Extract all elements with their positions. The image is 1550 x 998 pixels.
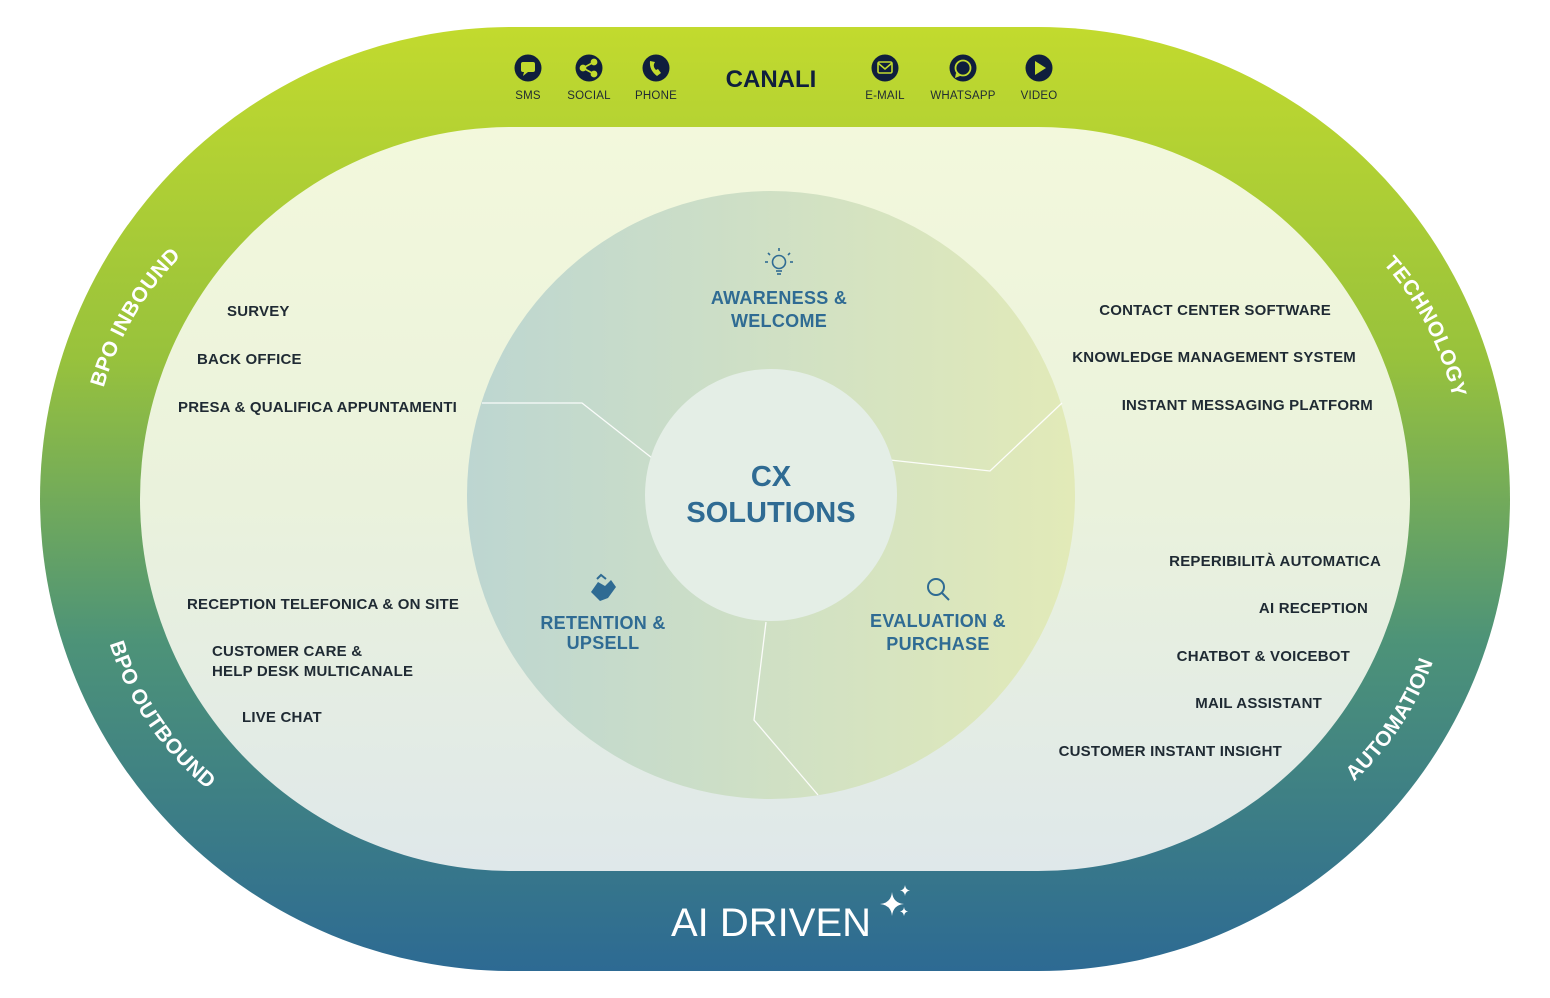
share-icon [575, 54, 603, 82]
inbound-item: BACK OFFICE [197, 351, 302, 368]
channel-label: SOCIAL [567, 90, 611, 102]
channel-whatsapp: WHATSAPP [930, 54, 996, 102]
channel-phone: PHONE [635, 54, 677, 102]
automation-item: AI RECEPTION [1259, 600, 1368, 617]
phone-icon [642, 54, 670, 82]
channels-title: CANALI [726, 66, 817, 93]
channel-label: WHATSAPP [930, 90, 995, 102]
channel-social: SOCIAL [567, 54, 611, 102]
inbound-item: SURVEY [227, 303, 290, 320]
handshake-icon [591, 573, 616, 601]
sparkles-icon [880, 885, 910, 916]
channel-sms: SMS [514, 54, 542, 102]
inbound-item: PRESA & QUALIFICA APPUNTAMENTI [178, 399, 457, 416]
channel-label: PHONE [635, 90, 677, 102]
stage-retention-line2: UPSELL [567, 633, 640, 653]
channel-label: E-MAIL [865, 90, 905, 102]
channel-email: E-MAIL [865, 54, 905, 102]
stage-retention-line1: RETENTION & [540, 613, 665, 633]
technology-item: CONTACT CENTER SOFTWARE [1099, 302, 1331, 319]
automation-item: REPERIBILITÀ AUTOMATICA [1169, 553, 1381, 570]
stage-evaluation-line2: PURCHASE [886, 634, 989, 654]
channel-video: VIDEO [1021, 54, 1058, 102]
stage-awareness-line2: WELCOME [731, 311, 827, 331]
automation-item: CUSTOMER INSTANT INSIGHT [1059, 743, 1282, 760]
stage-evaluation-line1: EVALUATION & [870, 611, 1006, 631]
donut-dividers [482, 402, 1063, 796]
automation-item: CHATBOT & VOICEBOT [1177, 648, 1350, 665]
automation-item: MAIL ASSISTANT [1195, 695, 1322, 712]
magnifier-icon [927, 578, 950, 601]
channel-label: VIDEO [1021, 90, 1058, 102]
outbound-item: RECEPTION TELEFONICA & ON SITE [187, 596, 459, 613]
whatsapp-icon [949, 54, 977, 82]
stage-awareness-line1: AWARENESS & [711, 288, 847, 308]
outbound-item: HELP DESK MULTICANALE [212, 663, 413, 680]
technology-item: INSTANT MESSAGING PLATFORM [1122, 397, 1373, 414]
outbound-item: LIVE CHAT [242, 709, 322, 726]
channel-label: SMS [515, 90, 541, 102]
lightbulb-icon [765, 248, 793, 275]
center-title-line2: SOLUTIONS [686, 497, 855, 529]
center-title-line1: CX [751, 461, 792, 493]
footer-title: AI DRIVEN [671, 901, 871, 945]
center-circle [645, 369, 897, 621]
technology-item: KNOWLEDGE MANAGEMENT SYSTEM [1072, 349, 1356, 366]
outbound-item: CUSTOMER CARE & [212, 643, 362, 660]
